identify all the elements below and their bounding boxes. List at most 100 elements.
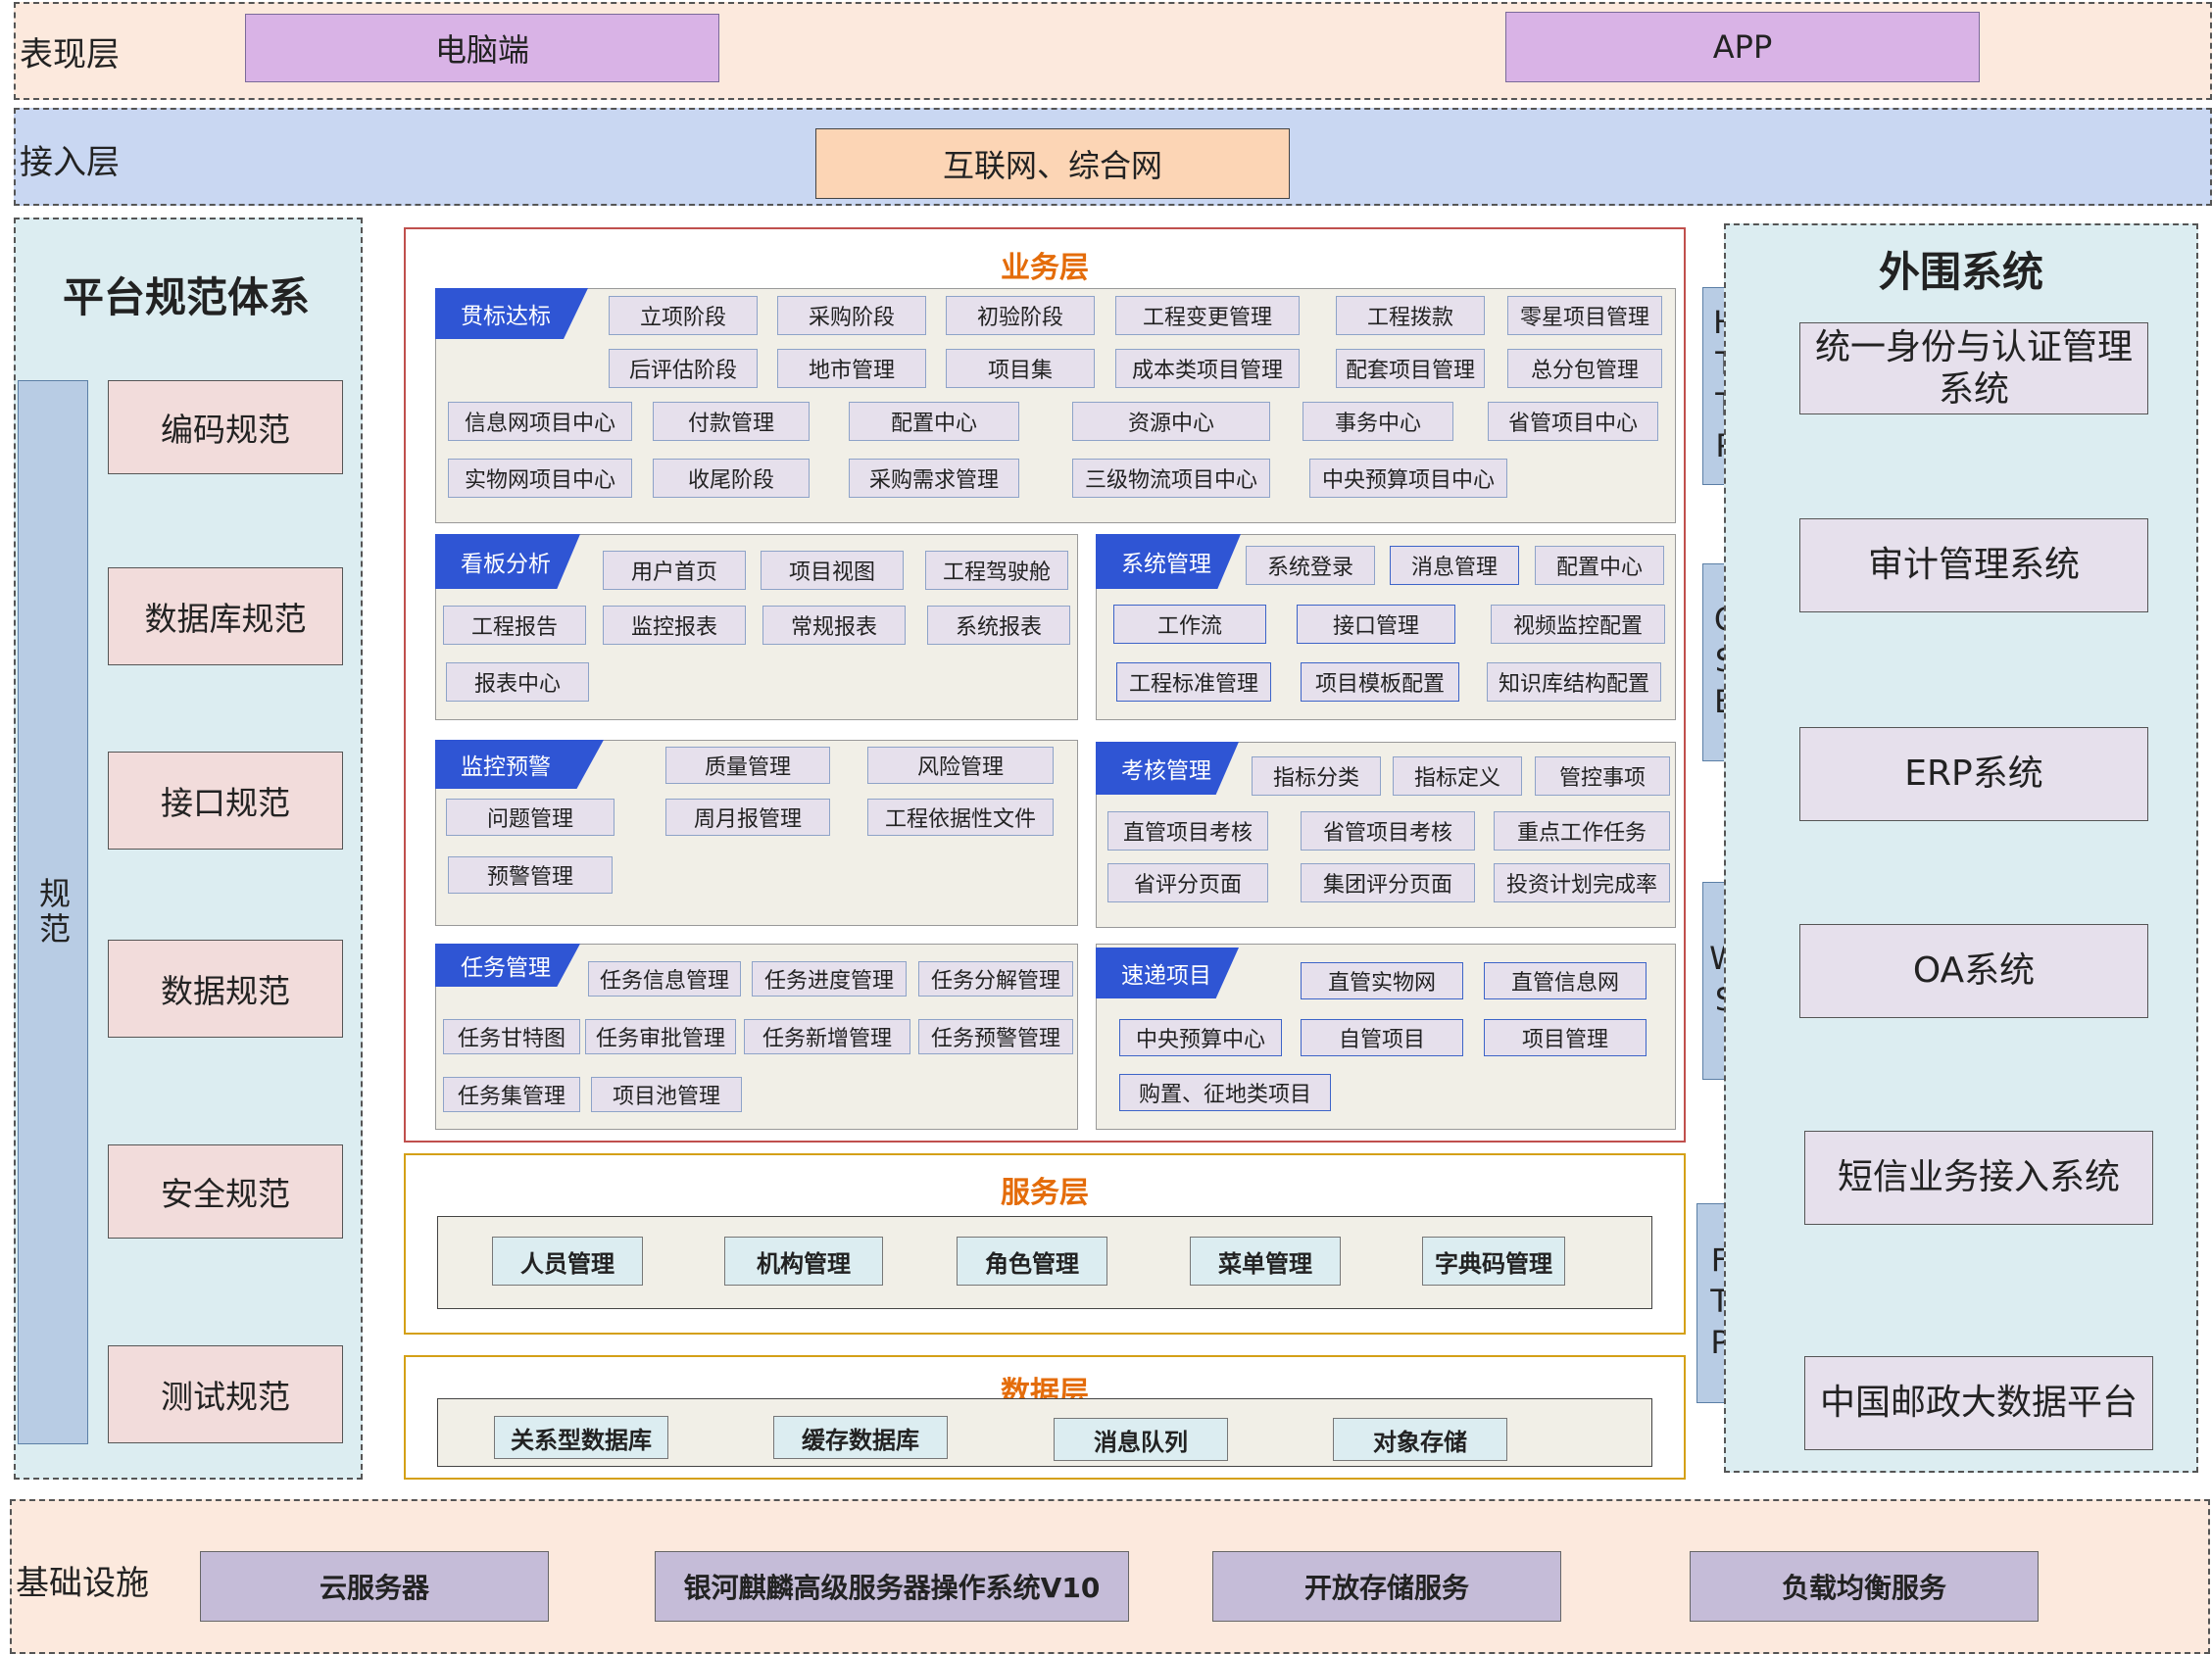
db-cache: 缓存数据库 bbox=[773, 1416, 948, 1459]
ext-erp: ERP系统 bbox=[1799, 727, 2148, 821]
ext-identity-auth: 统一身份与认证管理系统 bbox=[1799, 322, 2148, 414]
item-zhiguanxinxi: 直管信息网 bbox=[1484, 962, 1647, 999]
item-fukuan: 付款管理 bbox=[653, 402, 810, 441]
tag-monitor: 监控预警 bbox=[435, 740, 604, 789]
external-systems-panel bbox=[1724, 223, 2198, 1473]
database-standard: 数据库规范 bbox=[108, 567, 343, 665]
item-caigouxuqiu: 采购需求管理 bbox=[849, 459, 1019, 498]
coding-standard: 编码规范 bbox=[108, 380, 343, 474]
item-zhouyuebao: 周月报管理 bbox=[665, 799, 830, 836]
item-jituanpingfen: 集团评分页面 bbox=[1301, 863, 1475, 902]
ext-sms: 短信业务接入系统 bbox=[1804, 1131, 2153, 1225]
item-ziyuan: 资源中心 bbox=[1072, 402, 1270, 441]
svc-caidan: 菜单管理 bbox=[1190, 1237, 1341, 1286]
item-shengguankaohe: 省管项目考核 bbox=[1301, 811, 1475, 851]
item-jiankongbaobiao: 监控报表 bbox=[603, 606, 746, 645]
svc-zidianma: 字典码管理 bbox=[1422, 1237, 1565, 1286]
item-xiangmuguanli: 项目管理 bbox=[1484, 1019, 1647, 1056]
db-relational: 关系型数据库 bbox=[494, 1416, 668, 1459]
item-zhiguankaohe: 直管项目考核 bbox=[1107, 811, 1268, 851]
item-peizhi-1: 配置中心 bbox=[849, 402, 1019, 441]
item-lingxing: 零星项目管理 bbox=[1507, 296, 1662, 335]
item-changguibaobiao: 常规报表 bbox=[762, 606, 906, 645]
item-xinxiwang: 信息网项目中心 bbox=[448, 402, 632, 441]
item-jiashicang: 工程驾驶舱 bbox=[925, 551, 1068, 590]
interface-standard: 接口规范 bbox=[108, 752, 343, 850]
security-standard: 安全规范 bbox=[108, 1144, 343, 1239]
item-touzijihua: 投资计划完成率 bbox=[1494, 863, 1670, 902]
item-shouwei: 收尾阶段 bbox=[653, 459, 810, 498]
network-box: 互联网、综合网 bbox=[815, 128, 1290, 199]
item-zhongdiangongzuo: 重点工作任务 bbox=[1494, 811, 1670, 851]
item-shipinjiankong: 视频监控配置 bbox=[1491, 605, 1665, 644]
item-xiangmuchi: 项目池管理 bbox=[591, 1077, 742, 1112]
item-shiwu: 事务中心 bbox=[1303, 402, 1453, 441]
item-gongchengbiaozhun: 工程标准管理 bbox=[1116, 662, 1271, 702]
tag-gbdb: 贯标达标 bbox=[435, 288, 588, 339]
tag-express: 速递项目 bbox=[1096, 948, 1239, 998]
item-ziguanxiangmu: 自管项目 bbox=[1301, 1019, 1463, 1056]
access-layer-label: 接入层 bbox=[20, 143, 120, 182]
item-xitongdenglu: 系统登录 bbox=[1246, 546, 1375, 585]
infra-open-storage: 开放存储服务 bbox=[1212, 1551, 1561, 1622]
item-zhiguanshiwu: 直管实物网 bbox=[1301, 962, 1463, 999]
item-guankongshixiang: 管控事项 bbox=[1535, 756, 1670, 796]
item-renwuji: 任务集管理 bbox=[443, 1077, 580, 1112]
standards-side-strip: 规范 bbox=[18, 380, 88, 1444]
item-yonghushouye: 用户首页 bbox=[603, 551, 746, 590]
db-object-storage: 对象存储 bbox=[1333, 1418, 1507, 1461]
item-yijuwenjian: 工程依据性文件 bbox=[867, 799, 1054, 836]
ext-oa: OA系统 bbox=[1799, 924, 2148, 1018]
item-zhongyangyusuanzhongxin: 中央预算中心 bbox=[1119, 1019, 1282, 1056]
item-zongfenbao: 总分包管理 bbox=[1507, 349, 1662, 388]
svc-juese: 角色管理 bbox=[957, 1237, 1107, 1286]
item-shengguan: 省管项目中心 bbox=[1488, 402, 1658, 441]
item-gongchengbokuan: 工程拨款 bbox=[1336, 296, 1485, 335]
item-xiangmuji: 项目集 bbox=[946, 349, 1095, 388]
external-systems-title: 外围系统 bbox=[1878, 248, 2043, 296]
business-layer-title: 业务层 bbox=[1001, 251, 1089, 285]
pc-client-box: 电脑端 bbox=[245, 14, 719, 82]
item-peizhi-2: 配置中心 bbox=[1535, 546, 1664, 585]
item-xitongbaobiao: 系统报表 bbox=[927, 606, 1070, 645]
presentation-layer-label: 表现层 bbox=[20, 35, 120, 74]
svc-renyuan: 人员管理 bbox=[492, 1237, 643, 1286]
item-renwufenjie: 任务分解管理 bbox=[918, 961, 1073, 997]
item-renwushenpi: 任务审批管理 bbox=[585, 1019, 736, 1054]
item-yujing: 预警管理 bbox=[448, 856, 613, 894]
item-sanjiwuliu: 三级物流项目中心 bbox=[1072, 459, 1270, 498]
tag-assess: 考核管理 bbox=[1096, 742, 1239, 795]
infra-cloud-server: 云服务器 bbox=[200, 1551, 549, 1622]
item-gongzuoliu: 工作流 bbox=[1113, 605, 1266, 644]
item-dishi: 地市管理 bbox=[777, 349, 926, 388]
item-jiekouguanli: 接口管理 bbox=[1297, 605, 1455, 644]
item-shengpingfen: 省评分页面 bbox=[1107, 863, 1268, 902]
item-shiwuwang: 实物网项目中心 bbox=[448, 459, 632, 498]
item-renwuxinxi: 任务信息管理 bbox=[588, 961, 741, 997]
item-zhongyangyusuan: 中央预算项目中心 bbox=[1309, 459, 1507, 498]
item-gouzhizhengdi: 购置、征地类项目 bbox=[1119, 1074, 1331, 1111]
item-zhibiaodingyi: 指标定义 bbox=[1393, 756, 1522, 796]
item-lixiang: 立项阶段 bbox=[609, 296, 758, 335]
item-gongchengbiangeng: 工程变更管理 bbox=[1115, 296, 1300, 335]
item-chengben: 成本类项目管理 bbox=[1115, 349, 1300, 388]
item-xiaoxiguanli: 消息管理 bbox=[1390, 546, 1519, 585]
ext-audit: 审计管理系统 bbox=[1799, 518, 2148, 612]
ext-bigdata: 中国邮政大数据平台 bbox=[1804, 1356, 2153, 1450]
item-xiangmushitu: 项目视图 bbox=[761, 551, 904, 590]
item-caigou: 采购阶段 bbox=[777, 296, 926, 335]
item-renwujindu: 任务进度管理 bbox=[752, 961, 907, 997]
db-message-queue: 消息队列 bbox=[1054, 1418, 1228, 1461]
item-renwuyujing: 任务预警管理 bbox=[918, 1019, 1073, 1054]
item-wenti: 问题管理 bbox=[446, 799, 614, 836]
item-zhibiaofenlei: 指标分类 bbox=[1252, 756, 1381, 796]
app-client-box: APP bbox=[1505, 12, 1980, 82]
item-zhiliang: 质量管理 bbox=[665, 747, 830, 784]
item-baobiaozhongxin: 报表中心 bbox=[446, 662, 589, 702]
item-renwugantetu: 任务甘特图 bbox=[443, 1019, 580, 1054]
platform-standards-title: 平台规范体系 bbox=[62, 273, 310, 321]
item-chuyan: 初验阶段 bbox=[946, 296, 1095, 335]
item-zhishiku: 知识库结构配置 bbox=[1487, 662, 1661, 702]
tag-system: 系统管理 bbox=[1096, 534, 1241, 589]
item-renwuxinzeng: 任务新增管理 bbox=[744, 1019, 910, 1054]
